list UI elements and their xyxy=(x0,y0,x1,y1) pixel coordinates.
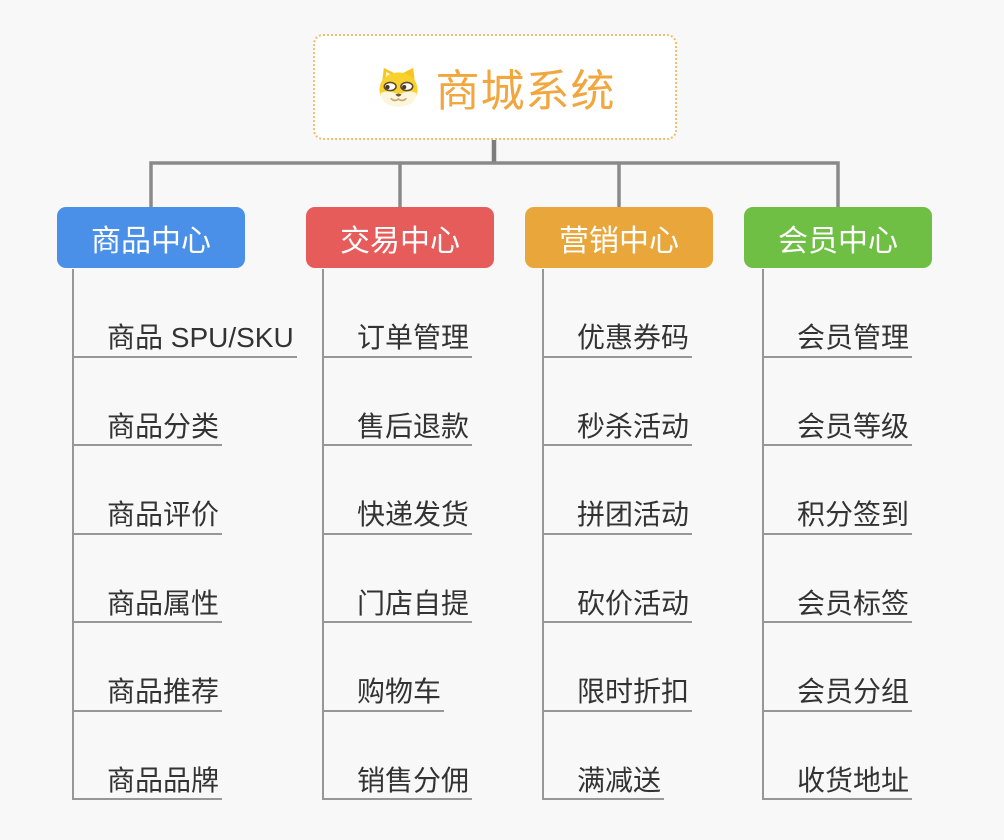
leaf-slot: 拼团活动 xyxy=(544,446,794,535)
leaf-topic[interactable]: 秒杀活动 xyxy=(544,410,693,446)
leaf-topic[interactable]: 会员标签 xyxy=(764,587,913,623)
leaf-topic[interactable]: 商品评价 xyxy=(74,498,223,535)
leaf-slot: 砍价活动 xyxy=(544,535,794,623)
leaf-slot: 商品评价 xyxy=(74,446,324,535)
branch-node-trade-center[interactable]: 交易中心 xyxy=(306,207,494,268)
leaf-topic[interactable]: 满减送 xyxy=(544,764,665,800)
leaf-slot: 会员分组 xyxy=(764,623,1004,712)
leaf-topic[interactable]: 商品属性 xyxy=(74,587,223,623)
leaf-topic[interactable]: 商品推荐 xyxy=(74,675,223,712)
leaf-slot: 优惠券码 xyxy=(544,269,794,358)
leaf-topic[interactable]: 快递发货 xyxy=(324,498,473,535)
leaf-slot: 秒杀活动 xyxy=(544,358,794,446)
branch-node-marketing-center[interactable]: 营销中心 xyxy=(525,207,713,268)
leaf-topic[interactable]: 商品 SPU/SKU xyxy=(74,321,297,358)
leaf-slot: 会员等级 xyxy=(764,358,1004,446)
leaf-slot: 商品推荐 xyxy=(74,623,324,712)
leaf-slot: 订单管理 xyxy=(324,269,574,358)
leaf-slot: 快递发货 xyxy=(324,446,574,535)
leaf-slot: 门店自提 xyxy=(324,535,574,623)
leaf-column-marketing-center: 优惠券码秒杀活动拼团活动砍价活动限时折扣满减送 xyxy=(542,269,794,800)
leaf-column-trade-center: 订单管理售后退款快递发货门店自提购物车销售分佣 xyxy=(322,269,574,800)
leaf-topic[interactable]: 拼团活动 xyxy=(544,498,693,535)
leaf-slot: 购物车 xyxy=(324,623,574,712)
branch-label: 营销中心 xyxy=(559,224,679,258)
leaf-slot: 收货地址 xyxy=(764,712,1004,800)
leaf-topic[interactable]: 会员等级 xyxy=(764,410,913,446)
leaf-slot: 销售分佣 xyxy=(324,712,574,800)
leaf-column-product-center: 商品 SPU/SKU 商品分类商品评价商品属性商品推荐商品品牌 xyxy=(72,269,324,800)
leaf-topic[interactable]: 销售分佣 xyxy=(324,764,473,800)
root-node[interactable]: 商城系统 xyxy=(313,34,677,140)
leaf-topic[interactable]: 优惠券码 xyxy=(544,321,693,358)
leaf-topic[interactable]: 会员管理 xyxy=(764,321,913,358)
leaf-slot: 售后退款 xyxy=(324,358,574,446)
leaf-topic[interactable]: 订单管理 xyxy=(324,321,473,358)
leaf-slot: 会员管理 xyxy=(764,269,1004,358)
leaf-topic[interactable]: 商品品牌 xyxy=(74,764,223,800)
branch-label: 会员中心 xyxy=(778,224,898,258)
dog-face-icon xyxy=(375,64,422,111)
branch-label: 交易中心 xyxy=(340,224,460,258)
leaf-topic[interactable]: 收货地址 xyxy=(764,764,913,800)
branch-label: 商品中心 xyxy=(91,224,211,258)
root-label: 商城系统 xyxy=(435,67,616,116)
leaf-slot: 积分签到 xyxy=(764,446,1004,535)
leaf-topic[interactable]: 售后退款 xyxy=(324,410,473,446)
leaf-topic[interactable]: 会员分组 xyxy=(764,675,913,712)
branch-node-product-center[interactable]: 商品中心 xyxy=(57,207,245,268)
leaf-slot: 满减送 xyxy=(544,712,794,800)
leaf-topic[interactable]: 购物车 xyxy=(324,675,445,712)
leaf-slot: 商品品牌 xyxy=(74,712,324,800)
leaf-slot: 商品分类 xyxy=(74,358,324,446)
branch-node-member-center[interactable]: 会员中心 xyxy=(744,207,932,268)
leaf-topic[interactable]: 限时折扣 xyxy=(544,675,693,712)
leaf-topic[interactable]: 积分签到 xyxy=(764,498,913,535)
leaf-topic[interactable]: 门店自提 xyxy=(324,587,473,623)
leaf-slot: 商品属性 xyxy=(74,535,324,623)
leaf-slot: 会员标签 xyxy=(764,535,1004,623)
leaf-topic[interactable]: 砍价活动 xyxy=(544,587,693,623)
leaf-slot: 商品 SPU/SKU xyxy=(74,269,324,358)
leaf-topic[interactable]: 商品分类 xyxy=(74,410,223,446)
leaf-column-member-center: 会员管理会员等级积分签到会员标签会员分组收货地址 xyxy=(762,269,1004,800)
leaf-slot: 限时折扣 xyxy=(544,623,794,712)
